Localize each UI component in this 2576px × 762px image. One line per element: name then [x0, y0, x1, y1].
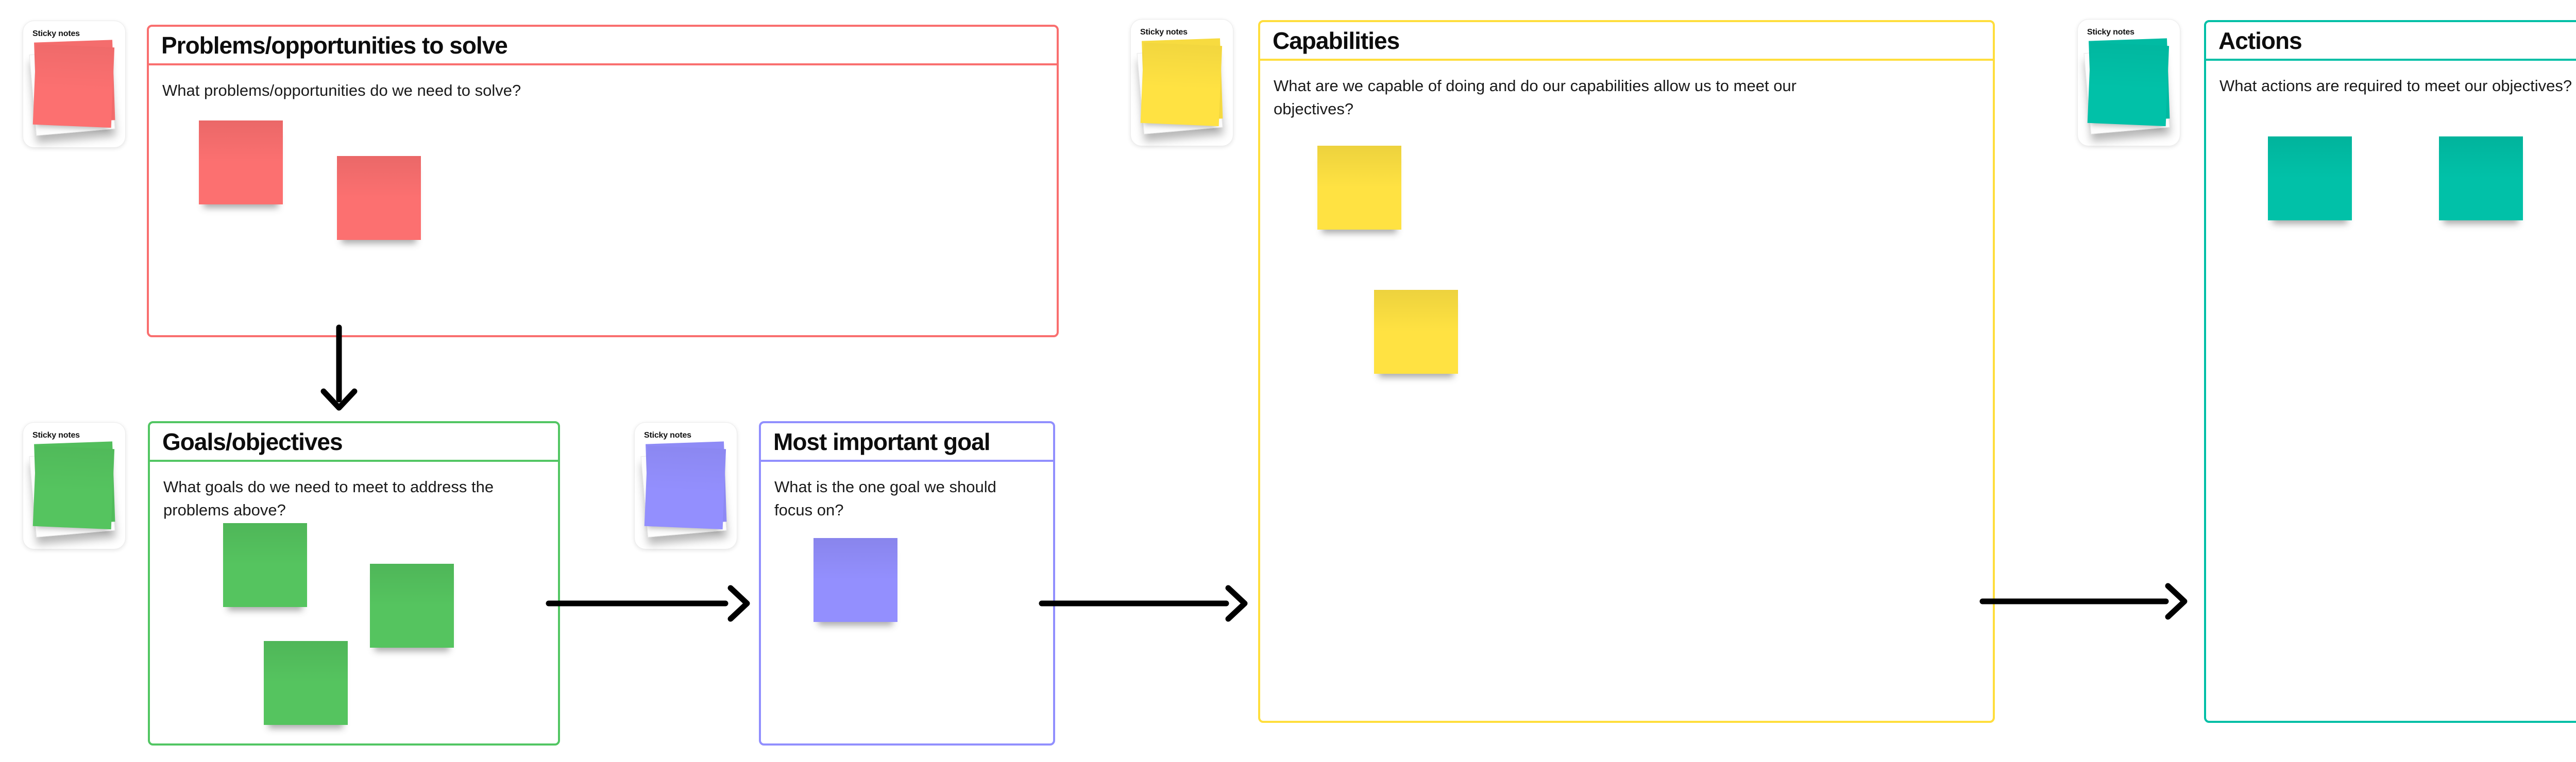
connector-arrow-capabilities-to-actions[interactable] — [1979, 583, 2188, 620]
sticky-note[interactable] — [370, 564, 454, 648]
frame-title: Capabilities — [1273, 27, 1400, 54]
sticky-notes-source-card[interactable]: Sticky notes — [23, 422, 126, 549]
sticky-sheet-front — [2087, 42, 2170, 127]
sticky-notes-stack-icon — [29, 441, 115, 538]
sticky-card-label: Sticky notes — [32, 29, 80, 38]
frame-header: Problems/opportunities to solve — [149, 27, 1057, 65]
sticky-notes-stack-icon — [2083, 38, 2170, 134]
frame-actions[interactable]: Actions What actions are required to mee… — [2204, 20, 2576, 723]
sticky-sheet-front — [32, 445, 115, 530]
sticky-note[interactable] — [223, 523, 307, 607]
frame-problems[interactable]: Problems/opportunities to solve What pro… — [147, 25, 1059, 337]
frame-prompt: What actions are required to meet our ob… — [2219, 77, 2572, 95]
sticky-note[interactable] — [199, 120, 283, 204]
frame-header: Actions — [2206, 22, 2576, 61]
sticky-notes-stack-icon — [29, 40, 115, 136]
frame-body: What is the one goal we should focus on? — [761, 462, 1053, 522]
frame-capabilities[interactable]: Capabilities What are we capable of doin… — [1258, 20, 1995, 723]
sticky-card-label: Sticky notes — [32, 431, 80, 440]
sticky-notes-source-card[interactable]: Sticky notes — [2077, 19, 2180, 146]
frame-header: Most important goal — [761, 423, 1053, 462]
sticky-card-label: Sticky notes — [2087, 28, 2134, 37]
frame-prompt: What goals do we need to meet to address… — [163, 478, 494, 519]
sticky-notes-source-card[interactable]: Sticky notes — [634, 422, 737, 549]
frame-prompt: What are we capable of doing and do our … — [1274, 77, 1797, 118]
frame-title: Actions — [2218, 27, 2302, 54]
frame-title: Problems/opportunities to solve — [161, 31, 508, 59]
sticky-note[interactable] — [1374, 290, 1458, 374]
frame-title: Goals/objectives — [162, 428, 343, 455]
sticky-note[interactable] — [2268, 136, 2352, 220]
sticky-notes-source-card[interactable]: Sticky notes — [23, 21, 126, 148]
connector-arrow-goals-to-most-important-goal[interactable] — [546, 585, 750, 622]
frame-body: What are we capable of doing and do our … — [1260, 61, 1993, 120]
sticky-sheet-front — [32, 44, 115, 128]
sticky-note[interactable] — [264, 641, 348, 725]
sticky-card-label: Sticky notes — [1140, 28, 1188, 37]
frame-goals[interactable]: Goals/objectives What goals do we need t… — [148, 421, 560, 746]
sticky-note[interactable] — [814, 538, 897, 622]
sticky-note[interactable] — [2439, 136, 2523, 220]
frame-header: Capabilities — [1260, 22, 1993, 61]
frame-prompt: What problems/opportunities do we need t… — [162, 81, 521, 99]
frame-header: Goals/objectives — [150, 423, 558, 462]
sticky-note[interactable] — [1317, 146, 1401, 230]
frame-most-important-goal[interactable]: Most important goal What is the one goal… — [759, 421, 1055, 746]
sticky-notes-source-card[interactable]: Sticky notes — [1130, 19, 1233, 146]
sticky-notes-stack-icon — [1137, 38, 1223, 134]
sticky-sheet-front — [1140, 42, 1223, 127]
frame-body: What problems/opportunities do we need t… — [149, 65, 1057, 102]
frame-body: What goals do we need to meet to address… — [150, 462, 558, 522]
sticky-note[interactable] — [337, 156, 421, 240]
frame-prompt: What is the one goal we should focus on? — [774, 478, 996, 519]
connector-arrow-most-important-goal-to-capabilities[interactable] — [1039, 585, 1248, 622]
sticky-card-label: Sticky notes — [644, 431, 691, 440]
frame-title: Most important goal — [773, 428, 991, 455]
sticky-sheet-front — [644, 445, 726, 530]
connector-arrow-problems-to-goals[interactable] — [320, 324, 358, 411]
frame-body: What actions are required to meet our ob… — [2206, 61, 2576, 97]
sticky-notes-stack-icon — [640, 441, 727, 538]
